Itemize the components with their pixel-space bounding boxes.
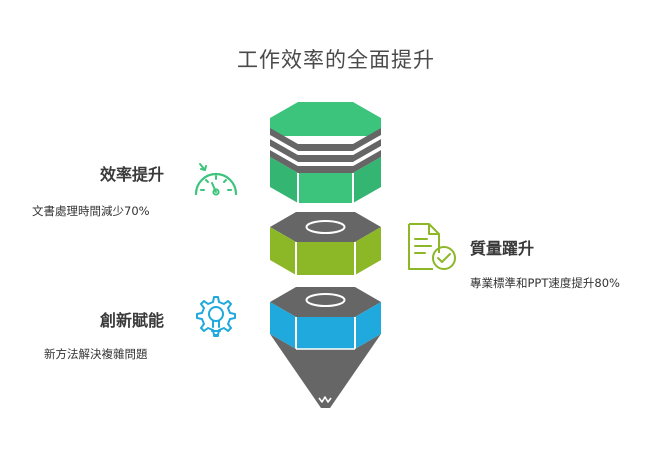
lower-segment: [270, 287, 381, 349]
efficiency-label: 效率提升: [100, 165, 165, 184]
quality-desc: 專業標準和PPT速度提升80%: [470, 276, 620, 290]
diagram-title: 工作效率的全面提升: [237, 48, 435, 72]
efficiency-desc: 文書處理時間減少70%: [32, 204, 150, 218]
innovation-desc: 新方法解決複雜問題: [44, 347, 148, 361]
lightbulb-gear-icon: [196, 296, 236, 337]
pencil-tip: [270, 334, 381, 408]
document-check-icon: [408, 223, 456, 270]
innovation-label: 創新賦能: [100, 311, 165, 330]
eraser-segment: [270, 102, 381, 203]
quality-label: 質量躍升: [470, 239, 535, 258]
speedometer-icon: [194, 163, 238, 196]
middle-segment: [270, 212, 381, 275]
